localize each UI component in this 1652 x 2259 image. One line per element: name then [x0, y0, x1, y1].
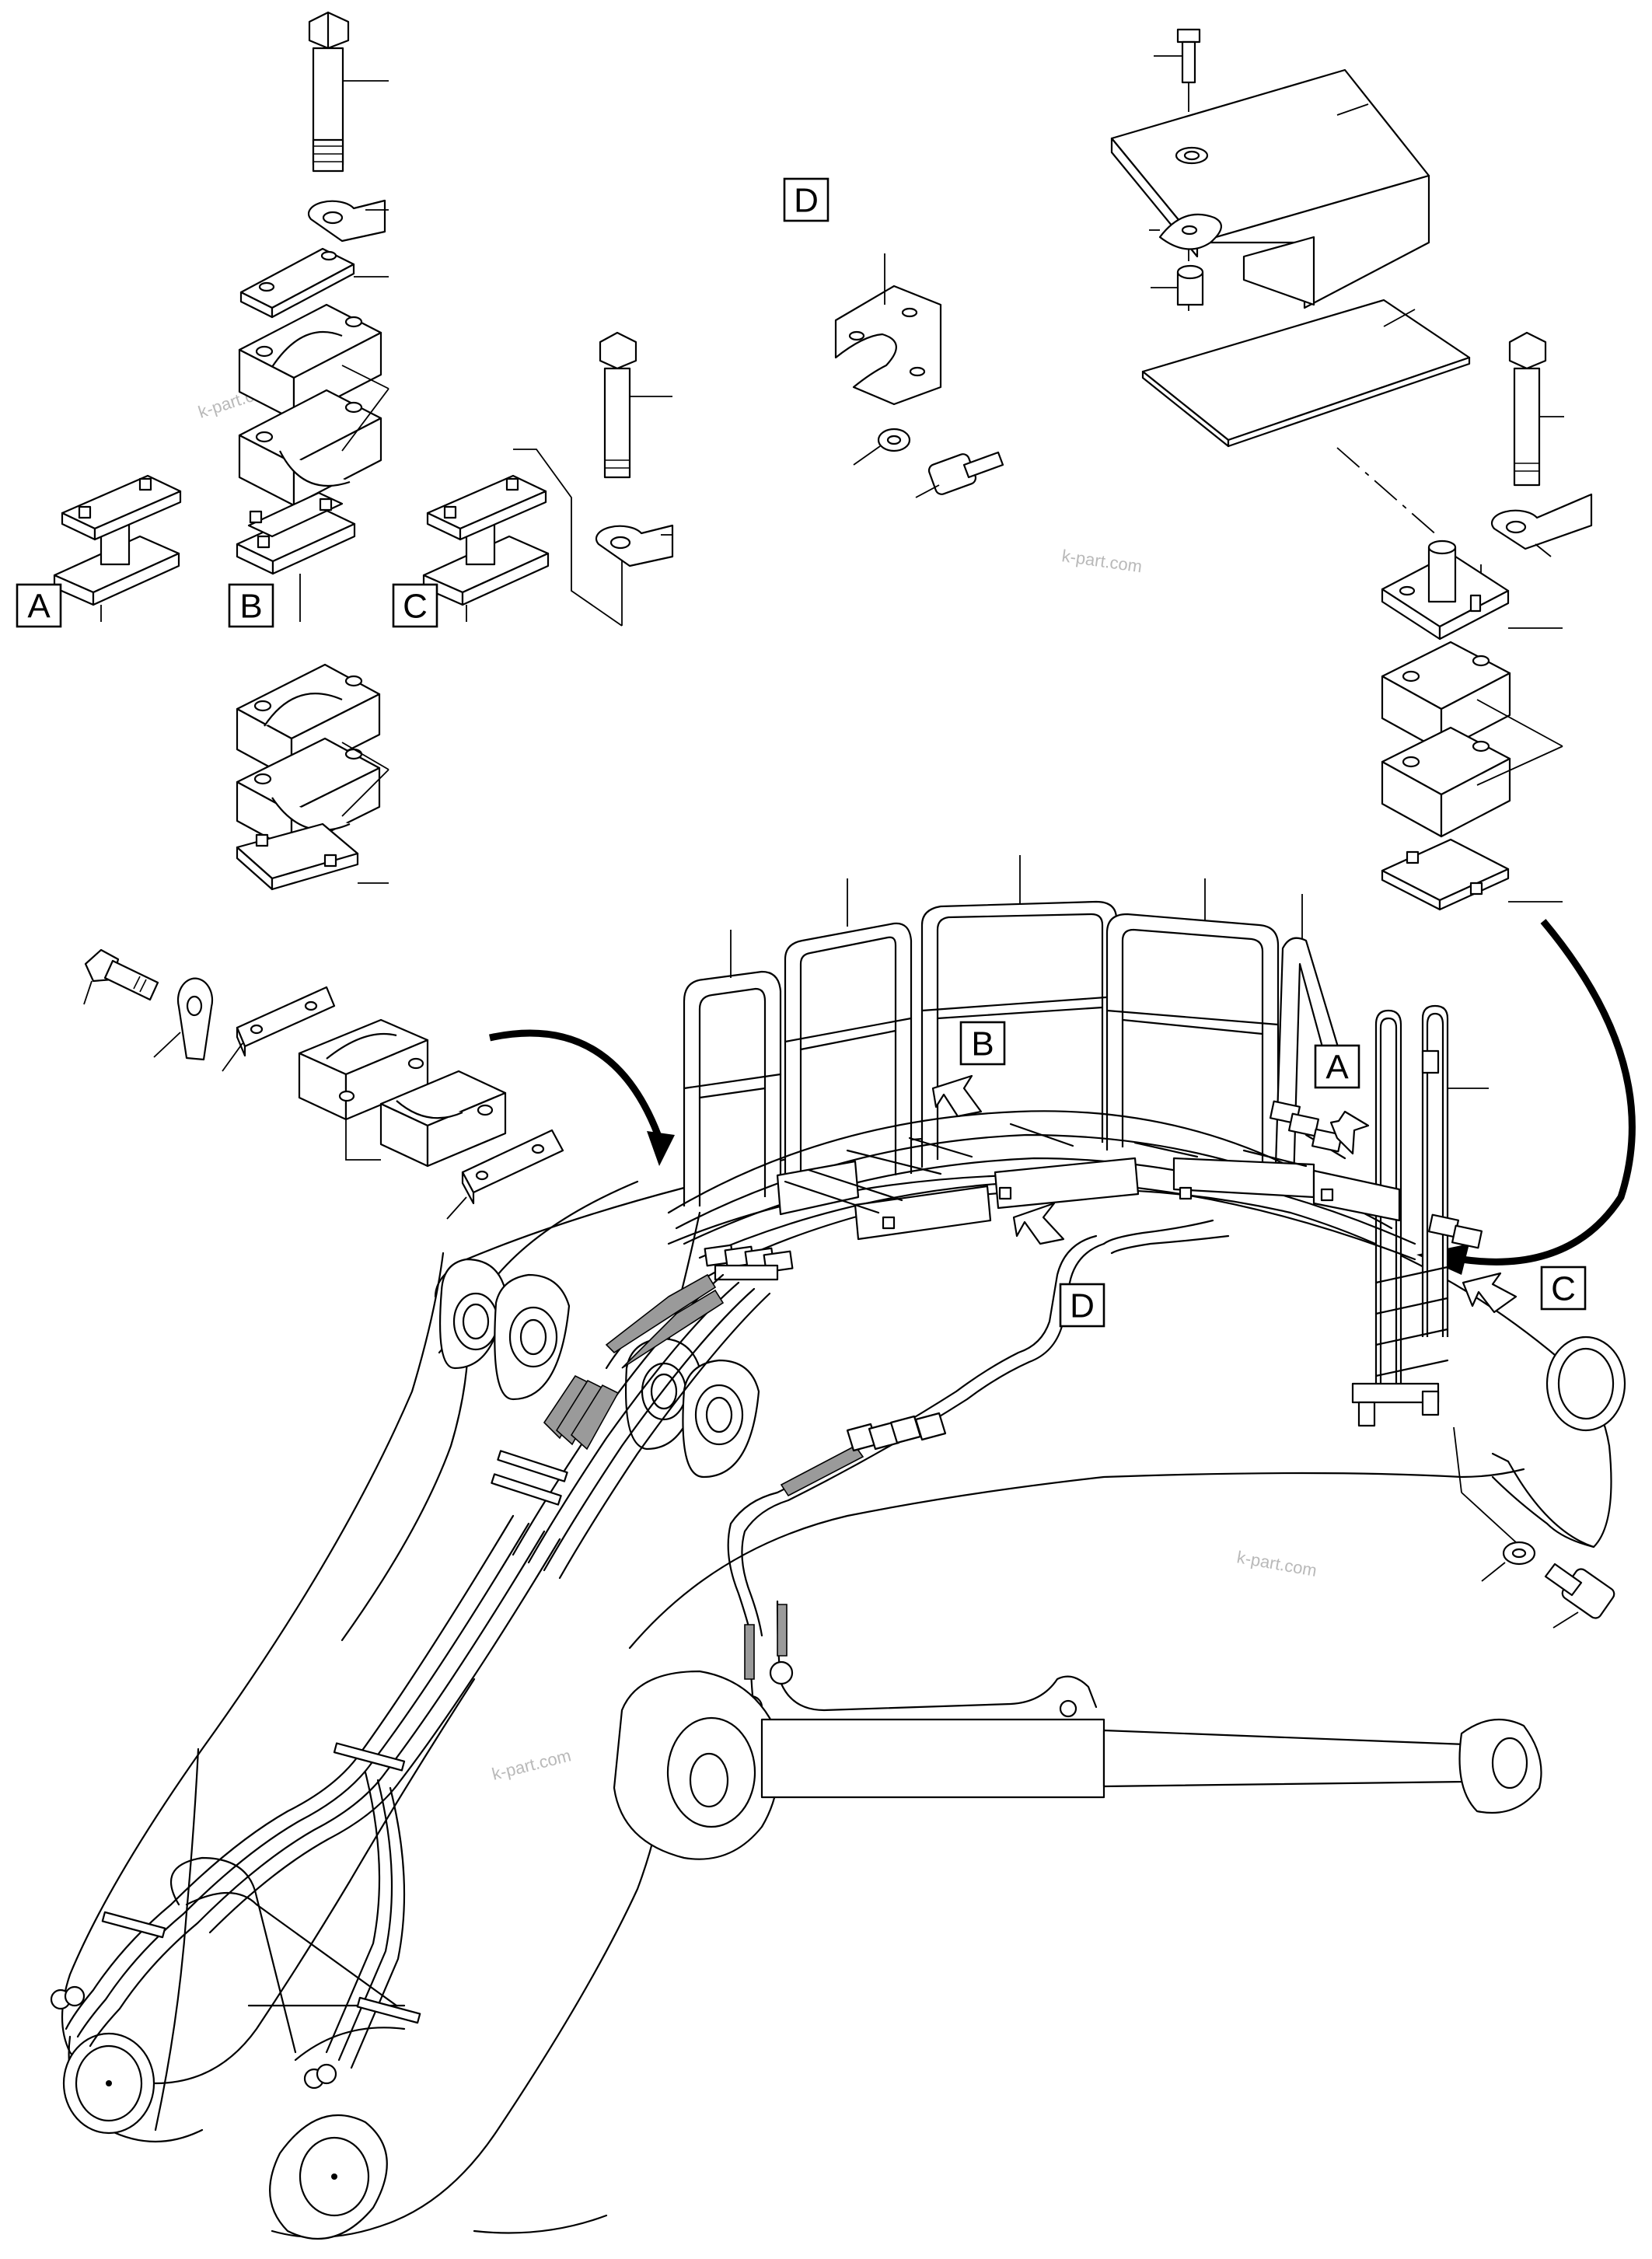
cover-assembly — [1110, 28, 1471, 537]
hose-fittings-right — [1269, 1100, 1483, 1249]
svg-text:C: C — [403, 588, 428, 626]
detail-c-bracket — [422, 331, 674, 627]
detail-a-bracket — [53, 474, 182, 622]
svg-text:D: D — [794, 182, 819, 220]
clamp-stack-top-left — [238, 11, 389, 507]
detail-label-b-top: B — [228, 583, 274, 628]
detail-label-a-top: A — [16, 583, 62, 628]
detail-label-b-main: B — [931, 1021, 1006, 1118]
long-bolt-icon — [308, 11, 389, 173]
detail-label-d-top: D — [783, 177, 829, 222]
svg-text:B: B — [971, 1025, 994, 1063]
detail-b-bracket — [236, 491, 356, 622]
boom-cylinder — [613, 1670, 1542, 1860]
svg-text:B: B — [239, 588, 262, 626]
detail-label-a-main: A — [1314, 1044, 1370, 1155]
watermark: k-part.com — [1235, 1547, 1318, 1580]
clamp-stack-left — [236, 663, 389, 891]
watermark: k-part.com — [490, 1745, 573, 1783]
hose-tray — [50, 1100, 1483, 2090]
detail-d-plate — [834, 253, 1004, 498]
arrow-left-curved-icon — [489, 1029, 675, 1166]
boom-head-lugs — [438, 1258, 760, 1479]
detail-label-c-main: C — [1462, 1266, 1587, 1314]
clamp-stack-right — [1381, 331, 1593, 911]
svg-text:C: C — [1551, 1270, 1576, 1308]
svg-text:D: D — [1070, 1287, 1095, 1325]
svg-text:A: A — [27, 588, 51, 626]
detail-label-d-main: D — [1012, 1202, 1105, 1328]
watermark: k-part.com — [1060, 546, 1143, 576]
hose-fittings-head — [704, 1244, 794, 1281]
bottom-right-hardware — [1481, 1541, 1615, 1629]
svg-text:A: A — [1325, 1049, 1349, 1087]
flat-plate-icon — [239, 247, 389, 319]
tab-washer-icon — [307, 199, 389, 243]
clamp-half-lower-icon — [238, 365, 389, 507]
detail-label-c-top: C — [392, 583, 438, 628]
exploded-parts-left — [83, 948, 564, 1220]
